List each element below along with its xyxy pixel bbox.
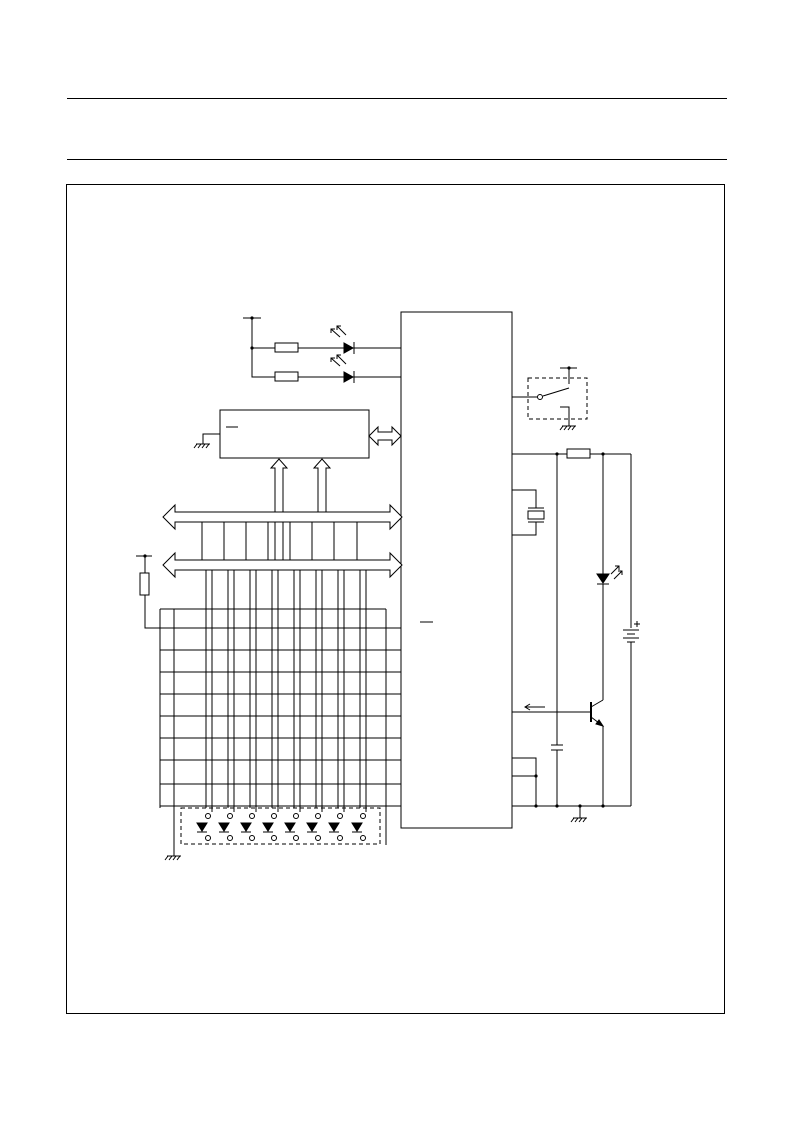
- led-icon: [330, 325, 355, 354]
- keypad-column-lines: [205, 570, 367, 812]
- diode-icon: [196, 813, 211, 841]
- switch-wire: [560, 406, 570, 426]
- capacitor-icon: [551, 744, 563, 751]
- resistor-icon: [139, 572, 150, 596]
- resistor-icon: [274, 371, 299, 382]
- junction-dots: [143, 316, 605, 808]
- diode-icon: [218, 813, 233, 841]
- ground-icon: [164, 855, 181, 861]
- figure-frame: [66, 184, 725, 1014]
- diode-icon: [306, 813, 321, 841]
- bus-tap-lines: [201, 522, 358, 560]
- crystal-wire: [512, 489, 537, 508]
- switch-box: [527, 377, 588, 420]
- transistor-icon: [590, 699, 605, 727]
- diode-icon: [328, 813, 343, 841]
- diode-icon: [284, 813, 299, 841]
- diode-icon: [262, 813, 277, 841]
- diode-icon: [351, 813, 366, 841]
- switch-icon: [537, 387, 570, 400]
- ground-icon: [193, 443, 210, 449]
- led-icon: [596, 565, 623, 585]
- diode-array-box: [180, 807, 381, 845]
- bus-arrow-icon: [162, 503, 403, 531]
- crystal-icon: [527, 507, 545, 523]
- resistor-icon: [566, 448, 591, 459]
- battery-icon: [623, 621, 640, 643]
- keypad-matrix: [159, 608, 401, 856]
- ic-pin-loop: [512, 757, 537, 806]
- memory-ic-ground-wire: [202, 433, 220, 444]
- led-supply-wire: [251, 318, 275, 378]
- bus-arrow-icon: [312, 458, 332, 521]
- ground-icon: [559, 425, 576, 431]
- ground-icon: [570, 817, 587, 823]
- bus-arrow-icon: [368, 425, 402, 447]
- crystal-wire: [512, 522, 537, 536]
- led-icon: [330, 354, 355, 383]
- bus-arrow-icon: [162, 551, 403, 579]
- resistor-icon: [274, 342, 299, 353]
- signal-arrow-icon: [524, 703, 531, 711]
- controller-ic: [400, 311, 513, 829]
- header-rule-bottom: [67, 159, 727, 160]
- memory-ic: [219, 409, 370, 459]
- header-rule-top: [67, 98, 727, 99]
- diode-icon: [240, 813, 255, 841]
- pullup-wire: [144, 595, 401, 629]
